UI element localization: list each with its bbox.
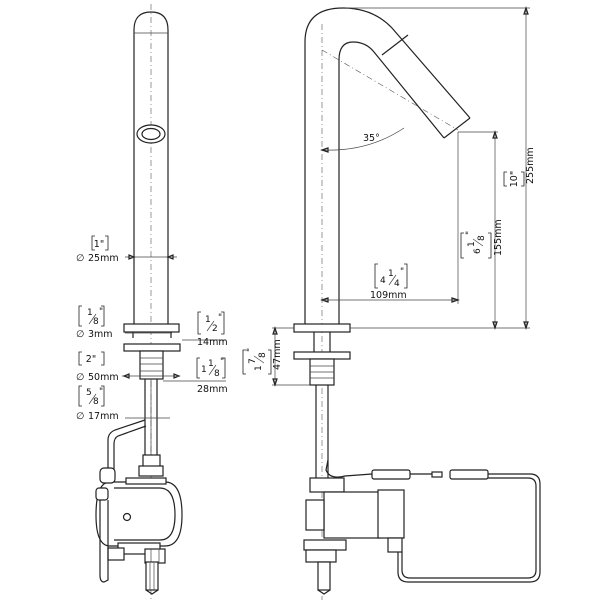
front-control-box — [95, 481, 183, 547]
reach-den: 4 — [394, 279, 400, 289]
spout-height-imperial: 10" — [509, 171, 520, 187]
outlet-height-whole: 6 — [473, 248, 483, 254]
side-control-box — [323, 491, 381, 539]
deck-den: 8 — [258, 352, 268, 358]
nut-height-metric: 28mm — [197, 384, 228, 395]
spout-height-metric: 255mm — [525, 147, 536, 184]
front-screw-icon — [122, 512, 132, 522]
diameter-symbol-2: ∅ — [76, 329, 84, 340]
deck-metric: 47mm — [272, 339, 283, 370]
front-sensor-cable — [107, 419, 146, 470]
side-spout-outer — [304, 7, 471, 330]
spout-diameter-imperial: 1" — [94, 239, 104, 250]
deck-label-group: 1 7 8 " 47mm — [242, 339, 283, 375]
side-base-flange — [293, 323, 351, 333]
base-diameter-metric: 50mm — [88, 372, 119, 383]
outlet-height-den: 8 — [477, 235, 487, 241]
front-spout-body — [133, 11, 169, 330]
tube-dia-den: 8 — [93, 317, 99, 327]
reach-num: 1 — [388, 269, 394, 279]
shank-len-num: 1 — [205, 315, 211, 325]
nut-height-den: 8 — [214, 369, 220, 379]
hose-dia-den: 8 — [93, 397, 99, 407]
diameter-symbol-4: ∅ — [76, 411, 84, 422]
reach-whole: 4 — [380, 276, 386, 286]
deck-unit: " — [246, 348, 256, 352]
front-mounting-nut — [139, 350, 164, 380]
front-view: 1" ∅ 25mm 1 8 " ∅ 3mm 1 2 " 14mm 2" ∅ 50… — [76, 4, 228, 600]
side-solenoid — [377, 489, 405, 539]
front-base-flange — [123, 323, 180, 333]
side-spout-outlet — [443, 117, 471, 139]
deck-whole: 1 — [254, 365, 264, 371]
side-connector-1 — [371, 469, 411, 480]
sensor-window-icon — [136, 124, 166, 144]
tube-diameter-metric: 3mm — [88, 329, 113, 340]
hose-dia-num: 5 — [86, 388, 92, 398]
outlet-label-group: 6 1 8 " 155mm — [460, 219, 504, 259]
deck-num: 7 — [248, 358, 258, 364]
hose-dia-unit: " — [99, 387, 103, 397]
front-battery-lead — [99, 500, 109, 583]
height-label-group: 10" 255mm — [503, 147, 536, 187]
side-connector-2 — [449, 469, 489, 480]
spout-angle: 35° — [363, 133, 380, 144]
tube-dia-num: 1 — [87, 308, 93, 318]
shank-len-unit: " — [218, 313, 222, 323]
spout-diameter-metric: 25mm — [88, 253, 119, 264]
reach-metric: 109mm — [370, 290, 407, 301]
shank-len-den: 2 — [212, 324, 218, 334]
front-washer — [123, 343, 181, 352]
nut-height-unit: " — [220, 357, 224, 367]
angle-arc — [321, 127, 405, 151]
outlet-height-num: 1 — [467, 241, 477, 247]
outlet-height-metric: 155mm — [493, 219, 504, 256]
tube-dia-unit: " — [99, 307, 103, 317]
reach-unit: " — [400, 267, 404, 277]
nut-height-whole: 1 — [201, 365, 207, 375]
side-sensor-cable — [325, 459, 373, 478]
side-view: 35° 10" — [242, 6, 541, 600]
side-spout-inner — [338, 41, 445, 330]
side-washer — [293, 351, 351, 360]
outlet-height-unit: " — [465, 231, 475, 235]
side-coupling — [309, 477, 345, 493]
shank-length-metric: 14mm — [197, 337, 228, 348]
base-diameter-imperial: 2" — [86, 354, 96, 365]
nut-height-num: 1 — [208, 359, 214, 369]
side-battery-cable — [397, 473, 541, 583]
diameter-symbol-3: ∅ — [76, 372, 84, 383]
hose-diameter-metric: 17mm — [88, 411, 119, 422]
diameter-symbol-1: ∅ — [76, 253, 84, 264]
